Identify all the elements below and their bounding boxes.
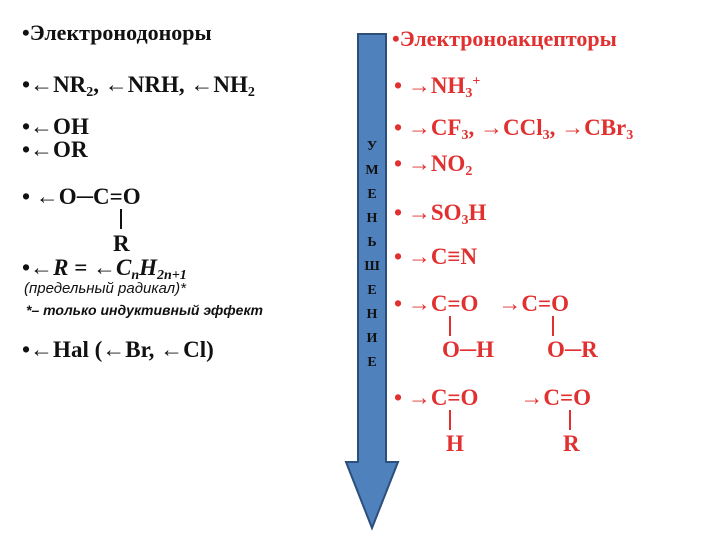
arrow-letter-3: Е bbox=[367, 187, 377, 202]
arrow-letter-5: Ь bbox=[367, 235, 377, 250]
acceptor-so3h-h: H bbox=[468, 200, 487, 225]
donor-note-radical: (предельный радикал)* bbox=[24, 280, 186, 297]
acceptor-ester-carbonyl: →C=O bbox=[498, 291, 570, 316]
acceptor-nh3: • →NH3+ bbox=[394, 73, 481, 101]
donor-or: •←OR bbox=[22, 137, 88, 162]
arrow-letter-8: Н bbox=[366, 307, 378, 322]
donor-hal: •←Hal (←Br, ←Cl) bbox=[22, 337, 214, 362]
donor-nrh-nh2-text: , ←NRH, ←NH bbox=[93, 72, 248, 97]
acceptors-title: •Электроноакцепторы bbox=[392, 26, 617, 51]
acceptor-carbonyl-top: • →C=O →C=O bbox=[394, 386, 591, 409]
donor-alkyl-h: H bbox=[139, 255, 158, 280]
arrow-letter-7: Е bbox=[367, 283, 377, 298]
acceptor-acid-carbonyl: →C=O bbox=[407, 291, 479, 316]
acceptor-cf3-sub: 3 bbox=[461, 128, 469, 143]
decrease-arrow bbox=[344, 33, 400, 531]
acceptor-trihalomethyl: • →CF3, →CCl3, →CBr3 bbox=[394, 115, 633, 143]
arrow-joint bbox=[359, 457, 385, 465]
acceptor-nh3-sup: + bbox=[472, 74, 481, 89]
acceptor-so3-text: →SO bbox=[407, 200, 462, 225]
donor-note-inductive: *– только индуктивный эффект bbox=[26, 302, 263, 318]
donor-alkyl-bullet: •← bbox=[22, 255, 54, 280]
donor-alkyl-n: n bbox=[131, 268, 140, 283]
arrow-letter-10: Е bbox=[367, 355, 377, 370]
donors-title: •Электронодоноры bbox=[22, 20, 212, 45]
acceptor-no2: • →NO2 bbox=[394, 151, 472, 179]
acceptor-aldehyde-h: H bbox=[446, 431, 464, 456]
donor-nr2-text: ←NR bbox=[30, 72, 87, 97]
arrow-letter-1: У bbox=[366, 139, 378, 154]
donor-carboxylate-bond bbox=[120, 209, 122, 229]
arrow-shaft bbox=[357, 33, 387, 465]
donor-alkyl-sub: 2n+1 bbox=[157, 268, 187, 283]
acceptor-so3-sub: 3 bbox=[461, 213, 469, 228]
acceptor-ccl3-sub: 3 bbox=[542, 128, 550, 143]
acceptor-acid-ester-top: • →C=O →C=O bbox=[394, 292, 569, 315]
acceptor-so3h-bullet: • bbox=[394, 200, 403, 225]
donor-nr2-sub: 2 bbox=[86, 85, 94, 100]
donor-alkyl: •←R = ←CnH2n+1 bbox=[22, 255, 187, 283]
acceptor-aldehyde-bond bbox=[449, 410, 451, 430]
acceptor-acid-bullet: • bbox=[394, 291, 403, 316]
arrow-head bbox=[344, 461, 400, 531]
donor-carboxylate-top: • ←O─C=O bbox=[22, 184, 141, 209]
acceptor-nitrile: • →C≡N bbox=[394, 245, 477, 268]
acceptor-cbr3-sub: 3 bbox=[626, 128, 634, 143]
acceptor-ketone-carbonyl: →C=O bbox=[520, 385, 592, 410]
acceptor-acid-bond bbox=[449, 316, 451, 336]
acceptor-ketone-bond bbox=[569, 410, 571, 430]
arrow-letter-9: И bbox=[366, 331, 378, 346]
donor-alkyl-r: R bbox=[53, 255, 69, 280]
donor-oh: •←OH bbox=[22, 114, 89, 139]
arrow-letter-2: М bbox=[365, 163, 379, 178]
acceptor-so3h: • →SO3H bbox=[394, 200, 487, 228]
acceptor-ester-or: O─R bbox=[547, 337, 598, 362]
acceptor-aldehyde-carbonyl: →C=O bbox=[407, 385, 479, 410]
acceptor-ester-bond bbox=[552, 316, 554, 336]
donor-amines-bullet: • bbox=[22, 72, 31, 97]
acceptor-nh3-sub: 3 bbox=[465, 86, 473, 101]
acceptor-no2-sub: 2 bbox=[465, 164, 473, 179]
acceptor-acid-oh: O─H bbox=[442, 337, 495, 362]
donor-nh2-sub: 2 bbox=[247, 85, 255, 100]
acceptor-ccl3-text: , →CCl bbox=[468, 115, 543, 140]
acceptor-nh3-bullet: • bbox=[394, 73, 403, 98]
donor-carboxylate-r: R bbox=[113, 231, 130, 256]
acceptor-cn-text: →C≡N bbox=[407, 244, 478, 269]
acceptor-carbonyl-bullet: • bbox=[394, 385, 403, 410]
acceptor-nh3-text: →NH bbox=[407, 73, 466, 98]
acceptor-no2-text: →NO bbox=[407, 151, 466, 176]
acceptor-cf3-text: →CF bbox=[407, 115, 462, 140]
arrow-letter-6: Ш bbox=[364, 259, 380, 274]
acceptor-halo-bullet: • bbox=[394, 115, 403, 140]
arrow-letter-4: Н bbox=[366, 211, 378, 226]
acceptor-no2-bullet: • bbox=[394, 151, 403, 176]
acceptor-cn-bullet: • bbox=[394, 244, 403, 269]
acceptor-cbr3-text: , →CBr bbox=[549, 115, 627, 140]
donor-alkyl-eq: = ←C bbox=[68, 255, 132, 280]
acceptor-ketone-r: R bbox=[563, 431, 580, 456]
donor-amines: •←NR2, ←NRH, ←NH2 bbox=[22, 72, 255, 100]
